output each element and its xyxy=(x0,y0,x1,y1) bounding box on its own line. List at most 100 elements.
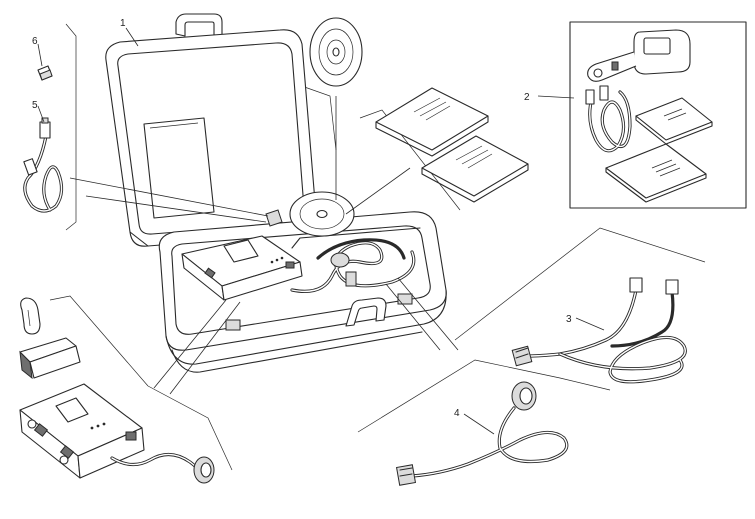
kit-booklet-large xyxy=(605,143,707,199)
case-cable-connector-round xyxy=(330,252,350,268)
y-cable-3-plug-b xyxy=(665,279,679,295)
round-cable-part-4 xyxy=(395,381,569,486)
leader-4 xyxy=(463,413,495,435)
pointer-adapter-to-case xyxy=(85,195,267,223)
carrying-case xyxy=(105,13,447,373)
usb-cable-5-plug-top xyxy=(39,121,51,139)
callout-6: 6 xyxy=(32,36,38,47)
round-cable-4-wire xyxy=(410,406,569,478)
diag-unit-bumper-right xyxy=(125,431,137,441)
cd-hole xyxy=(332,47,340,57)
y-cable-part-3 xyxy=(511,277,687,384)
kit-device-ring xyxy=(593,68,603,78)
diag-unit-led-2 xyxy=(96,424,100,428)
lid-document-pocket xyxy=(143,117,215,219)
unit-bumper-left xyxy=(204,267,216,279)
cd-ring-outer xyxy=(318,28,354,76)
manual-1-title-lines xyxy=(413,97,451,121)
kit-usb-plug-b xyxy=(599,85,609,101)
unit-led-2 xyxy=(275,258,279,262)
case-handle-top xyxy=(175,13,223,37)
y-cable-3-branch-b xyxy=(610,290,675,348)
cd-ring-inner xyxy=(326,39,346,65)
usb-cable-5-plug-bottom xyxy=(23,158,38,176)
kit-usb-plug-a xyxy=(585,89,595,105)
callout-1: 1 xyxy=(120,18,126,29)
case-latch-right xyxy=(397,293,413,305)
adapter-part-6 xyxy=(37,65,53,81)
leader-2 xyxy=(537,95,575,99)
leader-3 xyxy=(575,317,605,331)
manuals-divider xyxy=(359,109,461,211)
kit-usb-cable xyxy=(588,90,632,153)
usb-cable-5-highlight xyxy=(24,135,63,212)
manual-1-thickness xyxy=(375,115,489,157)
kit-booklet-small xyxy=(635,97,713,141)
cable3-divider xyxy=(454,227,706,341)
adapter-6-shade xyxy=(39,69,53,81)
round-cable-4-connector-face xyxy=(519,387,533,405)
diag-unit-led-1 xyxy=(90,426,94,430)
lower-left-divider-b xyxy=(147,385,233,471)
y-cable-3-coil-highlight xyxy=(559,336,686,383)
case-latch-left xyxy=(225,319,241,331)
round-cable-4-highlight xyxy=(411,407,568,477)
coiled-cable-a-highlight xyxy=(291,242,415,293)
case-base-bottom xyxy=(171,331,423,373)
pointer-cables-to-case-b xyxy=(385,283,441,351)
manual-2-thickness xyxy=(421,163,529,203)
strap-buckle xyxy=(19,350,33,380)
diag-unit-screw-1 xyxy=(27,419,37,429)
leader-6 xyxy=(37,43,43,67)
diagnostic-unit xyxy=(19,383,215,484)
y-cable-3-main-plug-ribs xyxy=(515,347,529,359)
case-base-front xyxy=(165,289,447,365)
tray-compartment-edge xyxy=(291,227,421,249)
carabiner-gate xyxy=(27,309,31,327)
manuals-stack xyxy=(375,87,529,203)
kit-booklet-large-thickness xyxy=(605,167,707,203)
carabiner xyxy=(20,297,41,335)
callout-4: 4 xyxy=(454,408,460,419)
kit-box-frame xyxy=(569,21,747,209)
kit-box xyxy=(569,21,747,209)
unit-front-face xyxy=(221,261,303,301)
unit-display xyxy=(223,239,259,263)
pointer-usb-to-case xyxy=(69,177,269,217)
case-cd-hole xyxy=(316,209,328,219)
leader-1 xyxy=(125,27,139,47)
case-small-adapter xyxy=(265,209,283,227)
manual-2-title-lines xyxy=(455,145,493,169)
unit-led-1 xyxy=(270,260,274,264)
leader-5 xyxy=(37,105,45,123)
diag-unit-display xyxy=(55,397,89,423)
diag-unit-bumper-left xyxy=(33,423,49,437)
usb-cable-5-plug-tip xyxy=(41,117,49,124)
y-cable-3-plug-a xyxy=(629,277,643,293)
case-tray xyxy=(171,225,431,335)
y-cable-3-branch-a-highlight xyxy=(527,289,637,357)
unit-bumper-right xyxy=(285,261,295,269)
callout-5: 5 xyxy=(32,100,38,111)
pocket-edge xyxy=(149,122,199,129)
carabiner-and-strap xyxy=(19,297,81,380)
pointer-cd-to-manuals xyxy=(345,167,411,215)
case-hinge xyxy=(129,231,149,247)
diag-unit-screw-2 xyxy=(59,455,69,465)
usb-cable-part-5 xyxy=(23,117,64,213)
case-cd xyxy=(289,191,355,237)
cable4-divider xyxy=(357,359,611,433)
callout-3: 3 xyxy=(566,314,572,325)
region-dividers xyxy=(49,23,706,471)
left-accessory-divider xyxy=(65,23,77,231)
cd-rom xyxy=(309,17,363,87)
case-cd-ring xyxy=(299,198,345,230)
strap-lower xyxy=(29,345,81,379)
case-diagnostic-unit xyxy=(181,235,303,301)
kit-booklet-large-lines xyxy=(651,159,681,177)
kit-booklet-small-lines xyxy=(663,108,687,121)
kit-device-latch xyxy=(611,61,619,71)
diag-unit-bumper-mid xyxy=(59,445,75,459)
